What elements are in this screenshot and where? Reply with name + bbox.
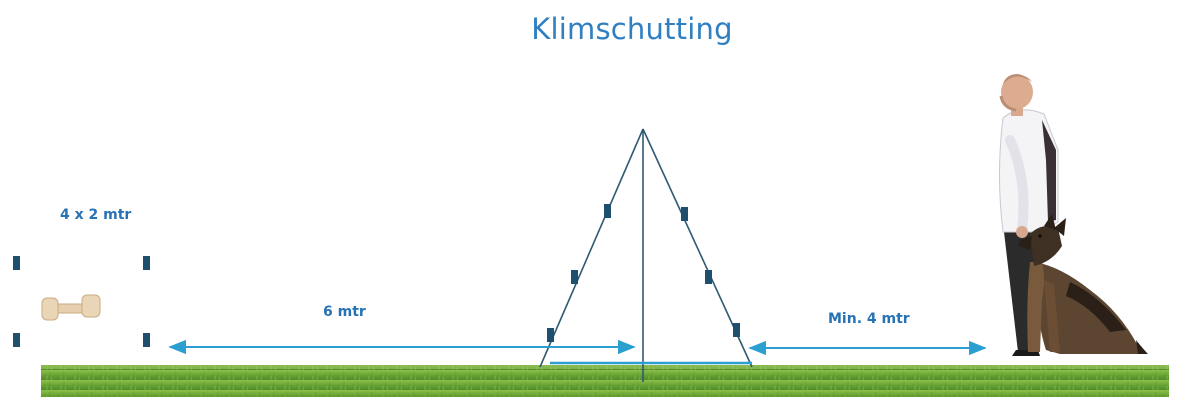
diagram-title: Klimschutting bbox=[531, 12, 733, 46]
search-area-markers bbox=[13, 256, 150, 347]
search-area-size-label: 4 x 2 mtr bbox=[60, 207, 132, 223]
a-frame-slats bbox=[547, 204, 740, 342]
dog-icon bbox=[1018, 214, 1148, 354]
marker-top-left bbox=[13, 256, 20, 270]
a-frame bbox=[539, 128, 753, 382]
grass-ground bbox=[41, 365, 1169, 397]
distance-right-label: Min. 4 mtr bbox=[828, 311, 910, 327]
a-frame-left-side bbox=[539, 128, 644, 368]
marker-top-right bbox=[143, 256, 150, 270]
marker-bottom-left bbox=[13, 333, 20, 347]
dumbbell-icon bbox=[41, 294, 101, 321]
marker-bottom-right bbox=[143, 333, 150, 347]
distance-left-label: 6 mtr bbox=[323, 304, 366, 320]
